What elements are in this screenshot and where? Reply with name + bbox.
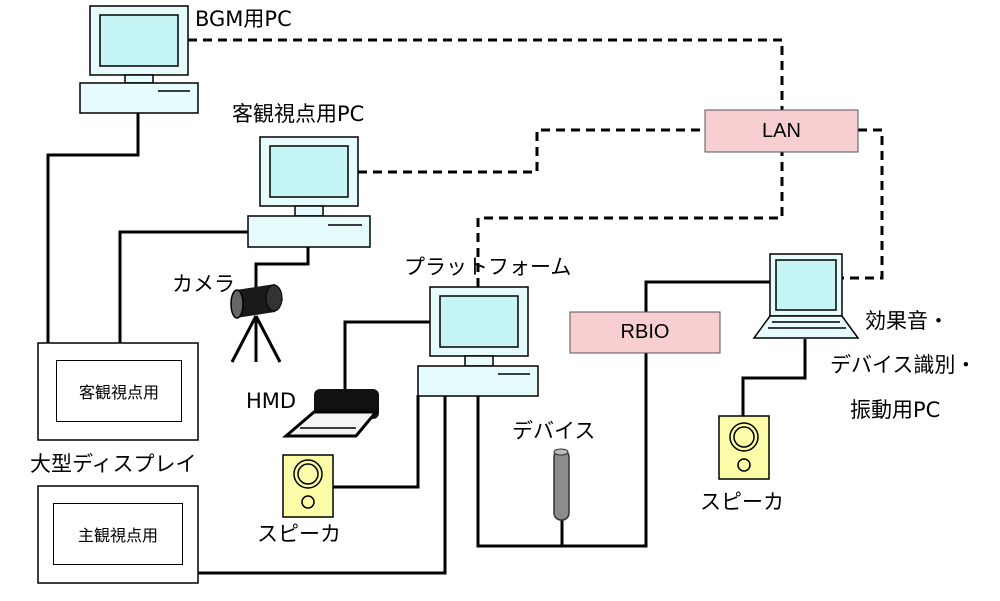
hmd-icon: [281, 389, 380, 438]
bgm-pc-label: BGM用PC: [195, 7, 292, 31]
effects-pc-label-line1: 効果音・: [865, 309, 949, 333]
speaker-right-label: スピーカ: [700, 490, 784, 514]
platform-pc-desktop-icon: [417, 286, 539, 397]
link-laptop-lan: [842, 128, 884, 280]
effects-pc-label-line2: デバイス識別・: [830, 353, 977, 377]
device-rod-icon: [553, 448, 570, 521]
observer-pc-label: 客観視点用PC: [232, 102, 365, 126]
cable-observer-display: [118, 230, 248, 343]
effects-pc-laptop-icon: [752, 253, 860, 339]
camera-icon: [230, 284, 283, 363]
link-platform-lan: [476, 152, 784, 287]
cable-platform-subjective-display: [197, 395, 447, 575]
camera-label: カメラ: [172, 272, 235, 296]
cable-platform-speaker: [333, 395, 420, 489]
speaker-left-label: スピーカ: [257, 522, 341, 546]
display-subjective-label: 主観視点用: [53, 503, 183, 565]
cable-bgm-display: [46, 113, 140, 343]
display-objective-label: 客観視点用: [56, 360, 182, 422]
hmd-label: HMD: [246, 389, 297, 413]
lan-links: [188, 38, 884, 287]
cable-laptop-speaker: [741, 339, 807, 416]
lan-box: [704, 109, 859, 153]
speaker-right-icon: [718, 415, 770, 480]
lan-label: LAN: [762, 119, 801, 142]
effects-pc-label-line3: 振動用PC: [850, 398, 941, 422]
cables: [46, 113, 807, 575]
large-display-label: 大型ディスプレイ: [30, 452, 197, 476]
cable-rbio-laptop: [644, 280, 775, 312]
link-observer-lan: [358, 128, 705, 174]
speaker-left-icon: [282, 454, 334, 518]
cable-platform-hmd: [343, 320, 430, 392]
bgm-pc-desktop-icon: [79, 5, 199, 114]
observer-pc-desktop-icon: [247, 136, 371, 248]
rbio-box: [569, 311, 721, 354]
device-label: デバイス: [512, 419, 596, 443]
platform-label: プラットフォーム: [404, 255, 572, 279]
link-bgm-lan: [188, 38, 784, 110]
rbio-label: RBIO: [620, 321, 670, 343]
cable-observer-camera: [254, 247, 310, 291]
